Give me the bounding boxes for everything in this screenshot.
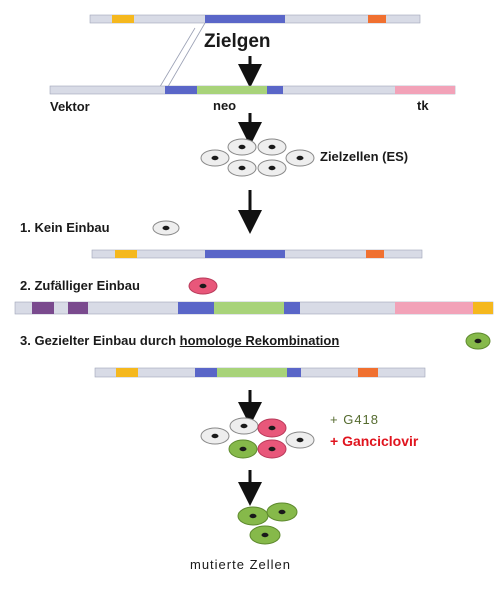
label-mutant-cells: mutierte Zellen (190, 557, 291, 572)
label-target-gene: Zielgen (204, 31, 271, 52)
label-step-3-underlined: homologe Rekombination (179, 333, 340, 348)
label-step-1: 1. Kein Einbau (20, 220, 110, 235)
cell-homologous-recombination (465, 332, 491, 350)
cell-no-integration (152, 220, 180, 236)
mixed-cell-cluster (200, 417, 315, 459)
mutant-cell-cluster (237, 502, 298, 545)
label-step-2: 2. Zufälliger Einbau (20, 278, 140, 293)
label-target-cells: Zielzellen (ES) (320, 149, 409, 164)
label-tk: tk (417, 98, 429, 113)
label-vector: Vektor (50, 99, 90, 114)
label-ganciclovir: + Ganciclovir (330, 433, 419, 449)
label-step-3-prefix: 3. Gezielter Einbau durch (20, 333, 180, 348)
cell-random-integration (188, 277, 218, 295)
chromosome-homologous-recombination (94, 367, 426, 378)
targeting-vector (49, 85, 456, 95)
label-g418: + G418 (330, 412, 380, 427)
target-gene-chromosome (89, 14, 421, 24)
label-neo: neo (213, 98, 237, 113)
homology-lines (157, 22, 206, 91)
chromosome-no-integration (91, 249, 423, 259)
label-step-3: 3. Gezielter Einbau durch homologe Rekom… (20, 333, 339, 348)
chromosome-random-integration (14, 301, 494, 315)
es-cell-cluster (200, 138, 315, 177)
